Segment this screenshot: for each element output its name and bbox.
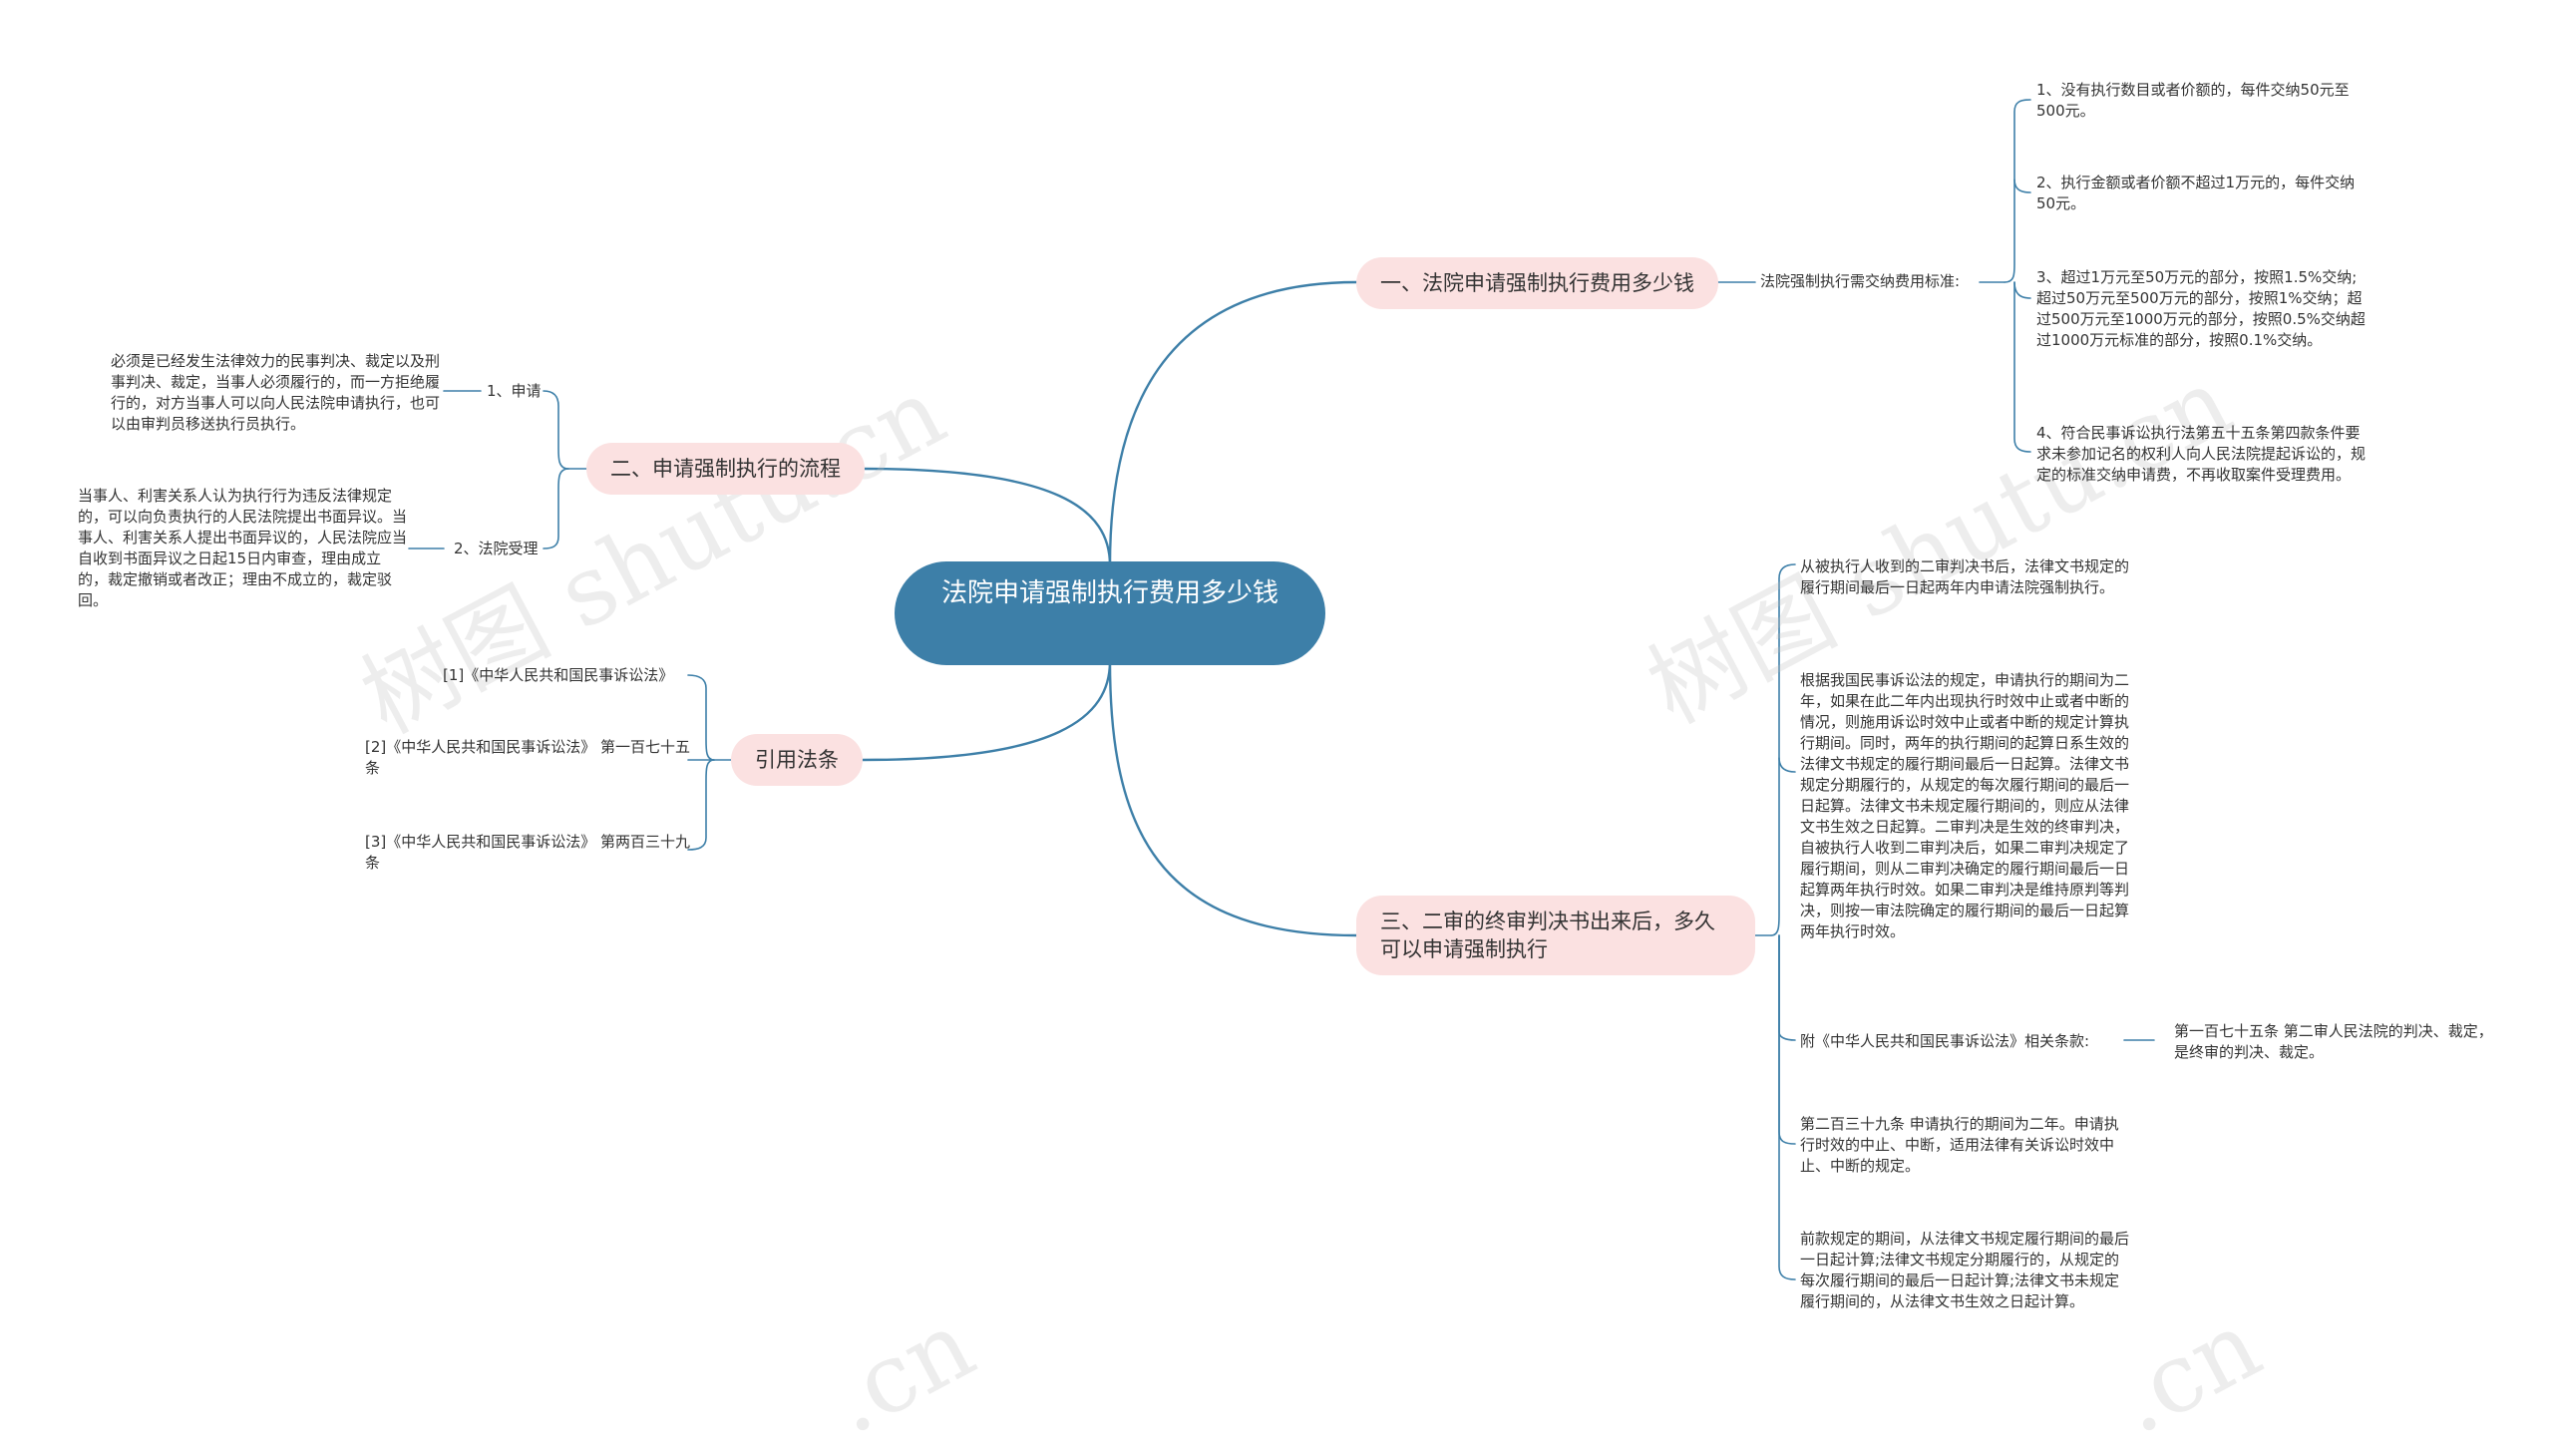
- root-node[interactable]: 法院申请强制执行费用多少钱: [895, 561, 1325, 665]
- branch-node-fees[interactable]: 一、法院申请强制执行费用多少钱: [1356, 257, 1718, 309]
- citation-2[interactable]: [2]《中华人民共和国民事诉讼法》 第一百七十五条: [365, 738, 691, 777]
- branch-node-timeframe[interactable]: 三、二审的终审判决书出来后，多久可以申请强制执行: [1356, 896, 1755, 975]
- timeframe-item-5[interactable]: 前款规定的期间，从法律文书规定履行期间的最后一日起计算;法律文书规定分期履行的，…: [1800, 1230, 2130, 1310]
- fee-standard-label[interactable]: 法院强制执行需交纳费用标准:: [1760, 272, 1961, 290]
- edge-root-b4: [1108, 659, 1358, 937]
- edge-root-b2: [861, 467, 1112, 567]
- citation-1[interactable]: [1]《中华人民共和国民事诉讼法》: [443, 666, 674, 684]
- branch-node-process[interactable]: 二、申请强制执行的流程: [586, 443, 865, 495]
- fee-item-1[interactable]: 1、没有执行数目或者价额的，每件交纳50元至500元。: [2036, 81, 2350, 120]
- process-apply-text[interactable]: 必须是已经发生法律效力的民事判决、裁定以及刑事判决、裁定，当事人必须履行的，而一…: [111, 352, 441, 433]
- citation-3[interactable]: [3]《中华人民共和国民事诉讼法》 第两百三十九条: [365, 833, 691, 872]
- process-accept-text[interactable]: 当事人、利害关系人认为执行行为违反法律规定的，可以向负责执行的人民法院提出书面异…: [78, 487, 408, 609]
- timeframe-item-1[interactable]: 从被执行人收到的二审判决书后，法律文书规定的履行期间最后一日起两年内申请法院强制…: [1800, 557, 2130, 596]
- timeframe-item-2[interactable]: 根据我国民事诉讼法的规定，申请执行的期间为二年，如果在此二年内出现执行时效中止或…: [1800, 671, 2130, 940]
- timeframe-appendix-text[interactable]: 第一百七十五条 第二审人民法院的判决、裁定，是终审的判决、裁定。: [2174, 1022, 2493, 1061]
- edge-root-b3: [861, 659, 1112, 762]
- connector-lines: [408, 99, 2155, 1280]
- edge-root-b1: [1108, 280, 1358, 567]
- process-step-apply[interactable]: 1、申请: [487, 382, 542, 400]
- timeframe-appendix-label[interactable]: 附《中华人民共和国民事诉讼法》相关条款:: [1800, 1032, 2090, 1050]
- branch-node-citations[interactable]: 引用法条: [731, 734, 863, 786]
- fee-item-4[interactable]: 4、符合民事诉讼执行法第五十五条第四款条件要求未参加记名的权利人向人民法院提起诉…: [2036, 424, 2367, 484]
- fee-item-3[interactable]: 3、超过1万元至50万元的部分，按照1.5%交纳;超过50万元至500万元的部分…: [2036, 268, 2366, 349]
- process-step-accept[interactable]: 2、法院受理: [454, 540, 539, 557]
- timeframe-item-4[interactable]: 第二百三十九条 申请执行的期间为二年。申请执行时效的中止、中断，适用法律有关诉讼…: [1800, 1115, 2119, 1175]
- fee-item-2[interactable]: 2、执行金额或者价额不超过1万元的，每件交纳50元。: [2036, 174, 2356, 212]
